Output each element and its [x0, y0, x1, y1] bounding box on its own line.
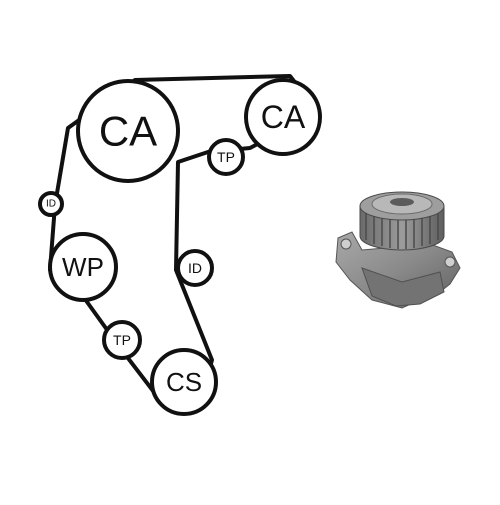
pulley-water-pump: WP — [48, 232, 118, 302]
pulley-label: ID — [188, 260, 202, 276]
water-pump-photo — [335, 191, 461, 309]
pulley-label: CA — [261, 99, 306, 135]
pulley-label: ID — [46, 199, 56, 210]
pulley-crankshaft: CS — [150, 348, 218, 416]
pulley-tensioner-top: TP — [207, 138, 245, 176]
pulley-cam-left: CA — [76, 79, 180, 183]
pulley-label: CA — [99, 108, 157, 155]
pulley-label: CS — [166, 367, 202, 397]
pulley-idler-right: ID — [176, 249, 214, 287]
pulley-cam-right: CA — [244, 78, 322, 156]
pulley-idler-left: ID — [38, 191, 64, 217]
pulley-label: TP — [113, 332, 131, 348]
pulley-tensioner-bottom: TP — [102, 320, 142, 360]
pulley-label: TP — [217, 149, 235, 165]
pulley-label: WP — [62, 252, 104, 282]
